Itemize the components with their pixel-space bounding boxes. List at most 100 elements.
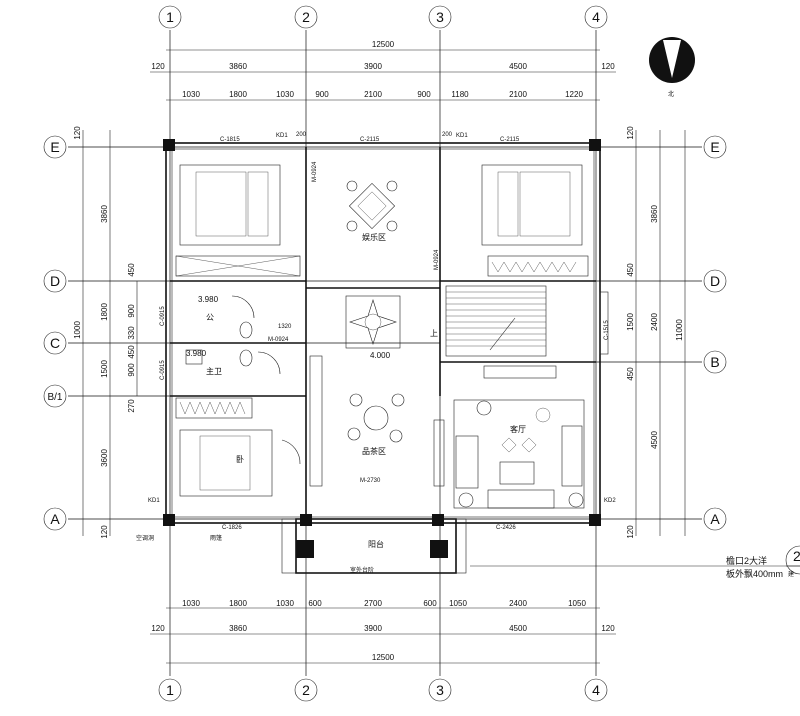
dim-label: 1500 bbox=[626, 313, 635, 331]
axis-label: 4 bbox=[592, 9, 600, 25]
opening-label: C-2115 bbox=[360, 137, 380, 143]
axis-label: 4 bbox=[592, 682, 600, 698]
bedroom-top-left bbox=[175, 164, 301, 277]
opening-label: C-2115 bbox=[500, 137, 520, 143]
room-label: 公 bbox=[206, 313, 214, 322]
dim-label: 4500 bbox=[650, 431, 659, 449]
opening-label: C-0915 bbox=[160, 360, 166, 380]
stairs-up-label: 上 bbox=[430, 329, 438, 338]
level-label: 3.980 bbox=[186, 349, 207, 358]
axis-label: 1 bbox=[166, 682, 174, 698]
dim-label: 330 bbox=[127, 326, 136, 340]
dim-label: 1030 bbox=[276, 599, 294, 608]
dim-label: 1030 bbox=[276, 90, 294, 99]
opening-label: M-0924 bbox=[268, 337, 289, 343]
dim-label: 120 bbox=[73, 126, 82, 140]
opening-label: C-1515 bbox=[604, 320, 610, 340]
dim-label: 1180 bbox=[451, 90, 469, 99]
opening-label: KD2 bbox=[604, 498, 616, 504]
dim-label: 900 bbox=[315, 90, 329, 99]
dim-label: 450 bbox=[626, 367, 635, 381]
right-dimensions: 120 3860 450 2400 450 4500 120 1500 1100… bbox=[626, 126, 686, 539]
axis-label: E bbox=[710, 139, 719, 155]
dim-label: 270 bbox=[127, 399, 136, 413]
note-tag-number: 2 bbox=[793, 548, 800, 564]
dim-label: 1050 bbox=[449, 599, 467, 608]
axis-label: C bbox=[50, 335, 60, 351]
misc-label: 200 bbox=[442, 132, 453, 138]
dim-label: 3900 bbox=[364, 62, 382, 71]
bottom-dimensions: 1030 1800 1030 600 2700 600 1050 2400 10… bbox=[150, 599, 616, 664]
axis-label: 3 bbox=[436, 9, 444, 25]
dim-label: 120 bbox=[626, 126, 635, 140]
dim-label: 2700 bbox=[364, 599, 382, 608]
bathrooms bbox=[185, 295, 281, 375]
note-line-1: 檐口2大洋 bbox=[726, 555, 767, 566]
dim-label: 1800 bbox=[229, 90, 247, 99]
dim-label: 900 bbox=[127, 304, 136, 318]
level-markers: 3.980 3.980 4.000 bbox=[186, 295, 391, 360]
dim-label: 3860 bbox=[229, 624, 247, 633]
tea-area bbox=[309, 355, 445, 487]
dim-label: 1220 bbox=[565, 90, 583, 99]
dim-label: 600 bbox=[308, 599, 322, 608]
dim-label: 120 bbox=[151, 62, 165, 71]
dim-label: 120 bbox=[601, 624, 615, 633]
axis-label: A bbox=[710, 511, 720, 527]
room-label: 卧 bbox=[236, 455, 244, 464]
bedroom-top-right bbox=[481, 164, 589, 277]
axis-label: B/1 bbox=[47, 392, 62, 403]
dim-label: 3600 bbox=[100, 449, 109, 467]
opening-label: M-0924 bbox=[312, 161, 318, 182]
bedroom-bottom-left bbox=[175, 397, 301, 497]
north-arrow: 北 bbox=[649, 37, 695, 98]
top-dimensions: 12500 120 3860 3900 4500 120 1030 1800 1… bbox=[150, 40, 616, 101]
axis-label: D bbox=[50, 273, 60, 289]
axis-label: A bbox=[50, 511, 60, 527]
dim-label: 11000 bbox=[675, 319, 684, 341]
dim-label: 3860 bbox=[650, 205, 659, 223]
dim-label: 1500 bbox=[100, 360, 109, 378]
dim-label: 3860 bbox=[229, 62, 247, 71]
small-note: 雨篷 bbox=[210, 534, 222, 542]
opening-label: C-1815 bbox=[220, 137, 240, 143]
dim-label: 1030 bbox=[182, 90, 200, 99]
dim-label: 4500 bbox=[509, 624, 527, 633]
opening-label: C-1826 bbox=[222, 525, 242, 531]
small-note: 空调洞 bbox=[136, 534, 154, 542]
center-rug bbox=[345, 295, 401, 349]
note-line-2: 板外飘400mm bbox=[726, 568, 783, 579]
opening-label: M-2730 bbox=[360, 478, 381, 484]
dim-label: 120 bbox=[100, 525, 109, 539]
opening-label: C-0915 bbox=[160, 306, 166, 326]
room-label: 主卫 bbox=[206, 366, 222, 376]
dim-label: 450 bbox=[127, 263, 136, 277]
dim-label: 4500 bbox=[509, 62, 527, 71]
axis-label: 2 bbox=[302, 9, 310, 25]
dim-label: 1050 bbox=[568, 599, 586, 608]
staircase: 上 bbox=[430, 285, 547, 357]
opening-label: KD1 bbox=[276, 133, 288, 139]
opening-labels: C-1815 KD1 C-2115 KD1 C-2115 M-0924 M-09… bbox=[136, 132, 616, 574]
dim-label: 12500 bbox=[372, 40, 395, 49]
dim-label: 2100 bbox=[509, 90, 527, 99]
dim-label: 600 bbox=[423, 599, 437, 608]
axis-label: D bbox=[710, 273, 720, 289]
room-label: 品茶区 bbox=[362, 446, 386, 456]
opening-label: KD1 bbox=[456, 133, 468, 139]
misc-label: 200 bbox=[296, 132, 307, 138]
room-label: 娱乐区 bbox=[362, 232, 386, 242]
room-labels: 娱乐区 品茶区 阳台 客厅 公 主卫 卧 bbox=[206, 232, 526, 549]
opening-label: M-0924 bbox=[434, 249, 440, 270]
level-label: 3.980 bbox=[198, 295, 219, 304]
dim-label: 450 bbox=[127, 345, 136, 359]
dim-label: 1800 bbox=[100, 303, 109, 321]
dim-label: 3860 bbox=[100, 205, 109, 223]
north-label: 北 bbox=[668, 90, 674, 98]
axis-label: 3 bbox=[436, 682, 444, 698]
dim-label: 120 bbox=[151, 624, 165, 633]
dim-label: 12500 bbox=[372, 653, 395, 662]
dim-label: 1000 bbox=[73, 321, 82, 339]
dim-label: 1030 bbox=[182, 599, 200, 608]
living-room bbox=[453, 291, 609, 509]
